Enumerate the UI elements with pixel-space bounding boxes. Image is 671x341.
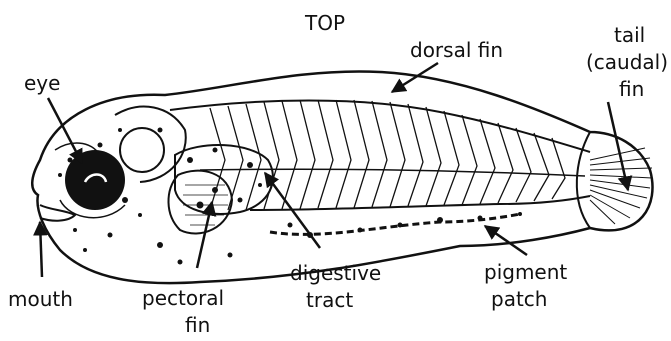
mouth-arrow	[40, 222, 42, 277]
eye-outer	[65, 150, 125, 210]
tail-label-line2: (caudal)	[586, 49, 668, 75]
top-label: TOP	[305, 10, 345, 36]
tail-label-line3: fin	[619, 76, 644, 102]
pigment-patch-label-line1: pigment	[484, 259, 567, 285]
digestive-tract-label-line1: digestive	[290, 260, 381, 286]
digestive-tract-label-line2: tract	[306, 287, 353, 313]
dorsal-fin-label: dorsal fin	[410, 37, 503, 63]
pectoral-fin-label-line1: pectoral	[142, 285, 224, 311]
pectoral-fin-label-line2: fin	[185, 312, 210, 338]
pigment-patch-label-line2: patch	[491, 286, 547, 312]
fish-body-outline	[32, 71, 652, 283]
eye-label: eye	[24, 70, 60, 96]
tail-label-line1: tail	[614, 22, 645, 48]
mouth-label: mouth	[8, 286, 73, 312]
